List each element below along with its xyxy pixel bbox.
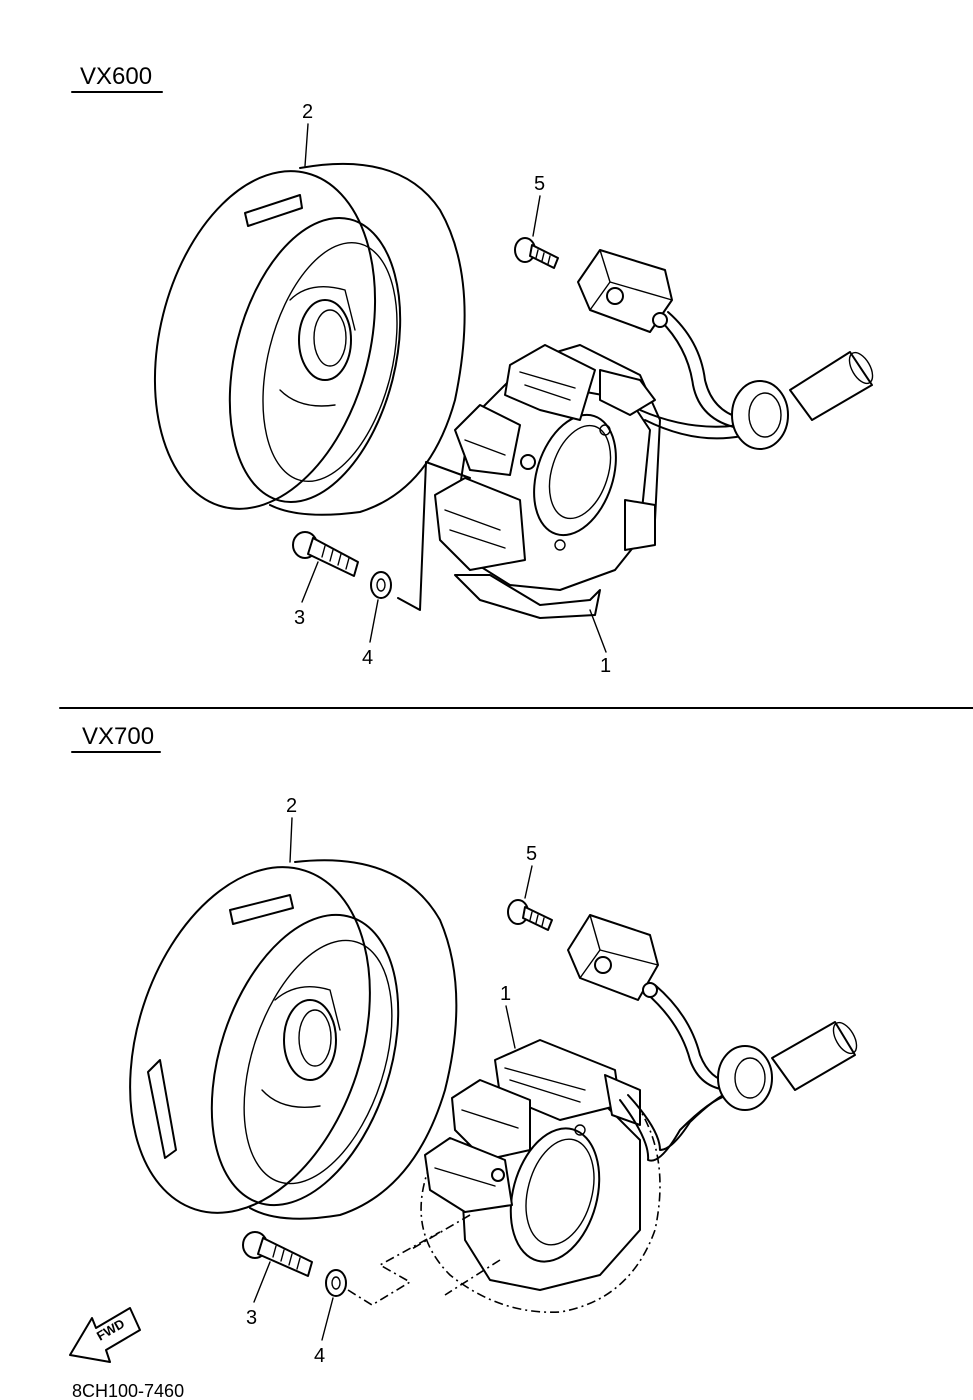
section-title-vx600: VX600 bbox=[80, 63, 152, 90]
washer bbox=[325, 1269, 347, 1297]
flywheel-rotor bbox=[129, 859, 458, 1220]
assembly-bracket bbox=[347, 1231, 441, 1306]
grommet bbox=[717, 1045, 773, 1111]
callout-4-vx700: 4 bbox=[314, 1345, 325, 1367]
stator-assembly bbox=[434, 344, 661, 619]
harness-sleeve bbox=[789, 351, 873, 421]
callout-5-vx600: 5 bbox=[534, 173, 545, 195]
wire-harness bbox=[639, 311, 874, 450]
callout-1-vx700: 1 bbox=[500, 983, 511, 1005]
fwd-arrow-icon: FWD bbox=[69, 1307, 141, 1363]
assembly-bracket bbox=[397, 461, 471, 611]
callout-1-vx600: 1 bbox=[600, 655, 611, 677]
wire-harness bbox=[619, 984, 858, 1162]
stator-assembly bbox=[409, 1039, 661, 1314]
callout-3-vx600: 3 bbox=[294, 607, 305, 629]
rotor-bolt bbox=[292, 531, 359, 577]
callout-2-vx600: 2 bbox=[302, 101, 313, 123]
section-vx700: VX700 2 bbox=[69, 723, 858, 1400]
drawing-code: 8CH100-7460 bbox=[72, 1381, 184, 1400]
section-title-vx700: VX700 bbox=[82, 723, 154, 750]
washer bbox=[370, 571, 392, 599]
harness-sleeve bbox=[771, 1021, 856, 1091]
screw-pickup bbox=[514, 237, 559, 269]
callout-4-vx600: 4 bbox=[362, 647, 373, 669]
section-vx600: VX600 2 bbox=[71, 63, 874, 677]
grommet bbox=[731, 380, 789, 450]
screw-pickup bbox=[507, 899, 553, 931]
callout-5-vx700: 5 bbox=[526, 843, 537, 865]
pickup-coil bbox=[577, 249, 673, 333]
flywheel-rotor bbox=[153, 162, 466, 516]
callout-3-vx700: 3 bbox=[246, 1307, 257, 1329]
pickup-coil bbox=[567, 914, 659, 1001]
callout-2-vx700: 2 bbox=[286, 795, 297, 817]
rotor-bolt bbox=[242, 1231, 313, 1277]
